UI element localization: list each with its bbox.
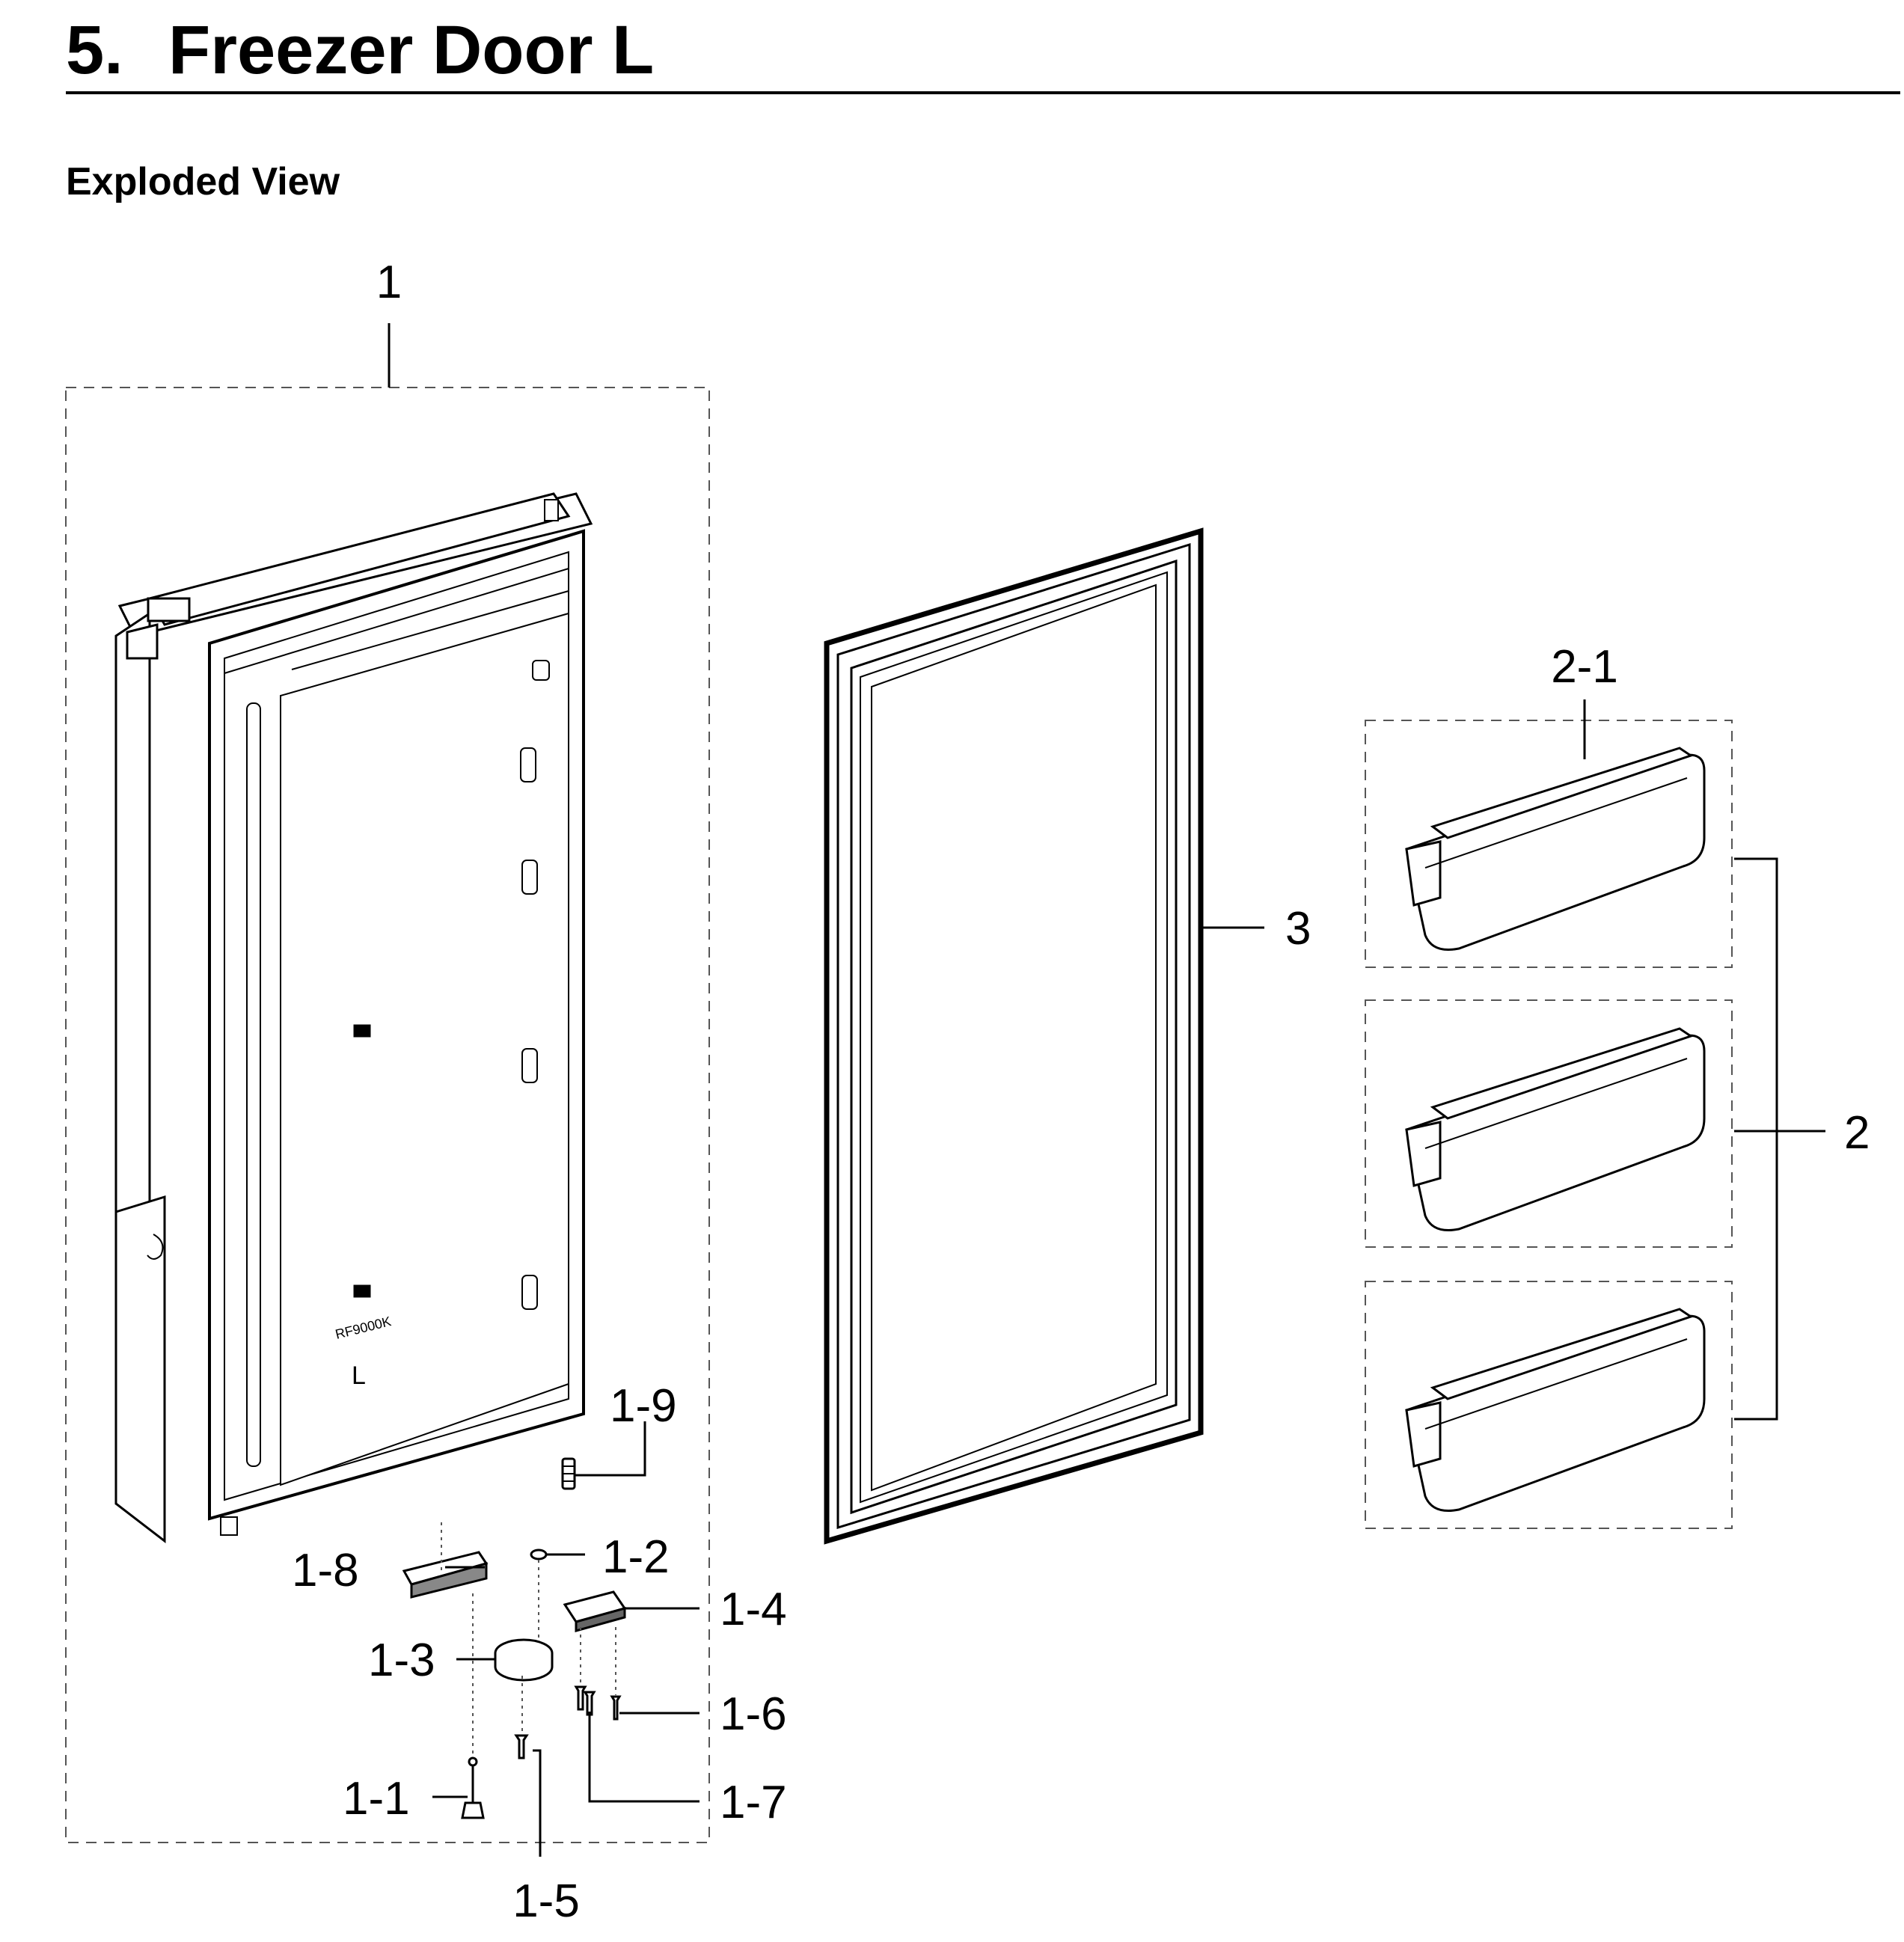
- hardware-leaders: [432, 1421, 700, 1857]
- door-gasket: [824, 527, 1204, 1545]
- bracket-2: [1734, 857, 1778, 1421]
- screw-1-7b: [583, 1691, 596, 1716]
- door-guard-top: [1405, 747, 1706, 951]
- callout-1-5: 1-5: [512, 1875, 580, 1927]
- washer-1-2: [530, 1549, 548, 1560]
- hardware-parts: [402, 1457, 627, 1819]
- freezer-door: [114, 492, 593, 1544]
- door-guard-bottom: [1405, 1308, 1706, 1512]
- callout-1-4: 1-4: [720, 1584, 787, 1635]
- callout-1-7: 1-7: [720, 1777, 787, 1828]
- callout-2: 2: [1844, 1107, 1870, 1159]
- callout-1-3: 1-3: [368, 1635, 435, 1686]
- section-number: 5.: [66, 12, 123, 88]
- door-guard-middle: [1405, 1027, 1706, 1231]
- callout-1-1: 1-1: [343, 1773, 410, 1825]
- screw-1-7a: [574, 1685, 587, 1711]
- callout-1-6: 1-6: [720, 1688, 787, 1740]
- screw-1-5: [514, 1734, 529, 1759]
- screw-1-6: [610, 1695, 622, 1721]
- key-1-1: [468, 1756, 478, 1767]
- door-assembly-box: [65, 387, 710, 1843]
- section-title: Freezer Door L: [168, 12, 654, 88]
- callout-1-8: 1-8: [292, 1545, 359, 1596]
- callout-1-2: 1-2: [602, 1531, 670, 1583]
- callout-1: 1: [376, 257, 402, 308]
- subtitle: Exploded View: [66, 160, 340, 203]
- door-side-stamp: L: [352, 1361, 366, 1390]
- callout-2-1: 2-1: [1551, 641, 1618, 693]
- guard-boxes: [1365, 720, 1733, 1529]
- callout-3: 3: [1285, 903, 1311, 955]
- callout-1-9: 1-9: [610, 1380, 677, 1432]
